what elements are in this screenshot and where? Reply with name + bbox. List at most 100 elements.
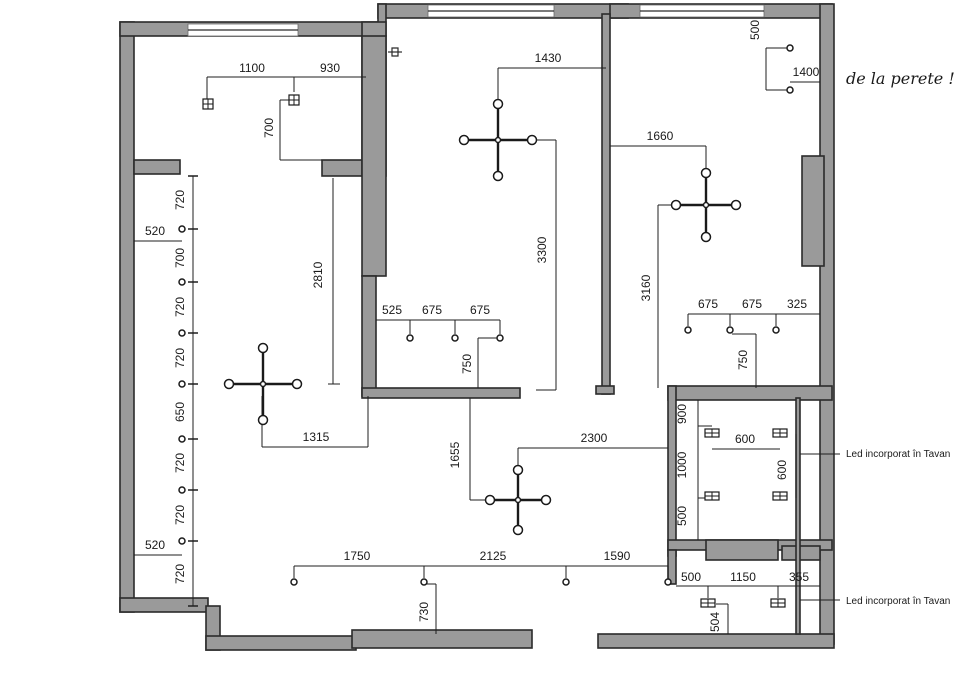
dimension-label: 650 (173, 402, 187, 422)
led-panels (202, 94, 788, 608)
windows (187, 4, 765, 37)
walls (119, 3, 835, 651)
led-panel-icon (288, 94, 300, 106)
spot-light-icon (451, 334, 459, 342)
dimension-label: 2125 (480, 549, 507, 563)
spot-light-icon (496, 334, 504, 342)
wall-bottom-b (351, 629, 533, 649)
wall-mid-vert-upper (361, 35, 387, 277)
dimension-label: 700 (262, 118, 276, 138)
wall-bottom-left (119, 597, 209, 613)
spot-light-icon (786, 86, 794, 94)
led-panel-icon (704, 428, 720, 438)
dimension-label: 1150 (730, 570, 756, 584)
dimension-label: 600 (735, 432, 755, 446)
wall-partition (601, 13, 611, 395)
wall-mid-vert-lower (361, 275, 377, 397)
chandelier-icon (670, 167, 742, 243)
spot-light-icon (772, 326, 780, 334)
spot-light-icon (726, 326, 734, 334)
dimension-label: 1660 (647, 129, 674, 143)
spot-light-icon (178, 486, 186, 494)
dimension-label: 3160 (639, 274, 653, 301)
wall-mid-bottom (361, 387, 521, 399)
led-panel-icon (202, 98, 214, 110)
dimension-label: 675 (742, 297, 762, 311)
dimension-label: 700 (173, 248, 187, 268)
wall-bath-thin (795, 397, 801, 635)
outlet-icon (388, 47, 402, 57)
dimension-label: 720 (173, 564, 187, 584)
dimension-label: 1315 (303, 430, 330, 444)
dimension-label: 355 (789, 570, 809, 584)
led-panel-icon (700, 598, 716, 608)
led-panel-icon (772, 428, 788, 438)
spot-light-icon (178, 537, 186, 545)
dimension-label: 720 (173, 348, 187, 368)
spot-light-icon (178, 329, 186, 337)
dimension-label: 2300 (581, 431, 608, 445)
dimension-label: 675 (470, 303, 490, 317)
chandelier-icon (484, 464, 552, 536)
dimension-labels: 1100 930 700 1430 500 1400 1660 720 520 700 720 720… (145, 20, 820, 632)
led-annotation-upper: Led incorporat în Tavan (846, 449, 950, 460)
wall-bath-dark (781, 545, 821, 561)
dimension-lines (134, 47, 840, 634)
dimension-label: 675 (698, 297, 718, 311)
dimension-label: 2810 (311, 261, 325, 288)
dimension-label: 500 (748, 20, 762, 40)
dimension-label: 525 (382, 303, 402, 317)
spot-light-icon (562, 578, 570, 586)
ceiling-fixtures (223, 98, 742, 536)
spot-light-icon (178, 278, 186, 286)
dimension-label: 1400 (793, 65, 820, 79)
dimension-label: 720 (173, 297, 187, 317)
wall-bottom-a (205, 635, 357, 651)
wall-note: de la perete ! (846, 69, 955, 88)
wall-right-pillar (801, 155, 825, 267)
dimension-label: 600 (775, 460, 789, 480)
led-annotation-lower: Led incorporat în Tavan (846, 596, 950, 607)
dimension-label: 730 (417, 602, 431, 622)
dimension-label: 520 (145, 224, 165, 238)
dimension-label: 520 (145, 538, 165, 552)
dimension-label: 1655 (448, 441, 462, 468)
spot-light-icon (664, 578, 672, 586)
dimension-label: 504 (708, 612, 722, 632)
spot-light-icon (406, 334, 414, 342)
led-panel-icon (704, 491, 720, 501)
dimension-label: 720 (173, 190, 187, 210)
dimension-label: 720 (173, 453, 187, 473)
chandelier-icon (458, 98, 538, 182)
dimension-label: 325 (787, 297, 807, 311)
dimension-label: 930 (320, 61, 340, 75)
spot-light-icon (290, 578, 298, 586)
spot-light-icon (178, 380, 186, 388)
dimension-label: 500 (681, 570, 701, 584)
dimension-label: 3300 (535, 236, 549, 263)
dimension-ticks (188, 175, 198, 607)
wall-kitchen-left (133, 159, 181, 175)
dimension-label: 720 (173, 505, 187, 525)
spot-light-icon (684, 326, 692, 334)
wall-outer-left (119, 21, 135, 613)
led-panel-icon (772, 491, 788, 501)
dimension-label: 1100 (239, 61, 265, 75)
spot-light-icon (420, 578, 428, 586)
dimension-label: 750 (460, 354, 474, 374)
wall-bath-block (705, 539, 779, 561)
wall-bottom-right (597, 633, 835, 649)
dimension-label: 1000 (675, 451, 689, 478)
chandelier-icon (223, 342, 303, 426)
dimension-label: 900 (675, 404, 689, 424)
dimension-label: 500 (675, 506, 689, 526)
spot-lights (178, 44, 794, 586)
dimension-label: 1430 (535, 51, 562, 65)
dimension-label: 1590 (604, 549, 631, 563)
spot-light-icon (178, 225, 186, 233)
dimension-label: 675 (422, 303, 442, 317)
wall-bath-top (667, 385, 833, 401)
dimension-label: 1750 (344, 549, 371, 563)
wall-partition-foot (595, 385, 615, 395)
